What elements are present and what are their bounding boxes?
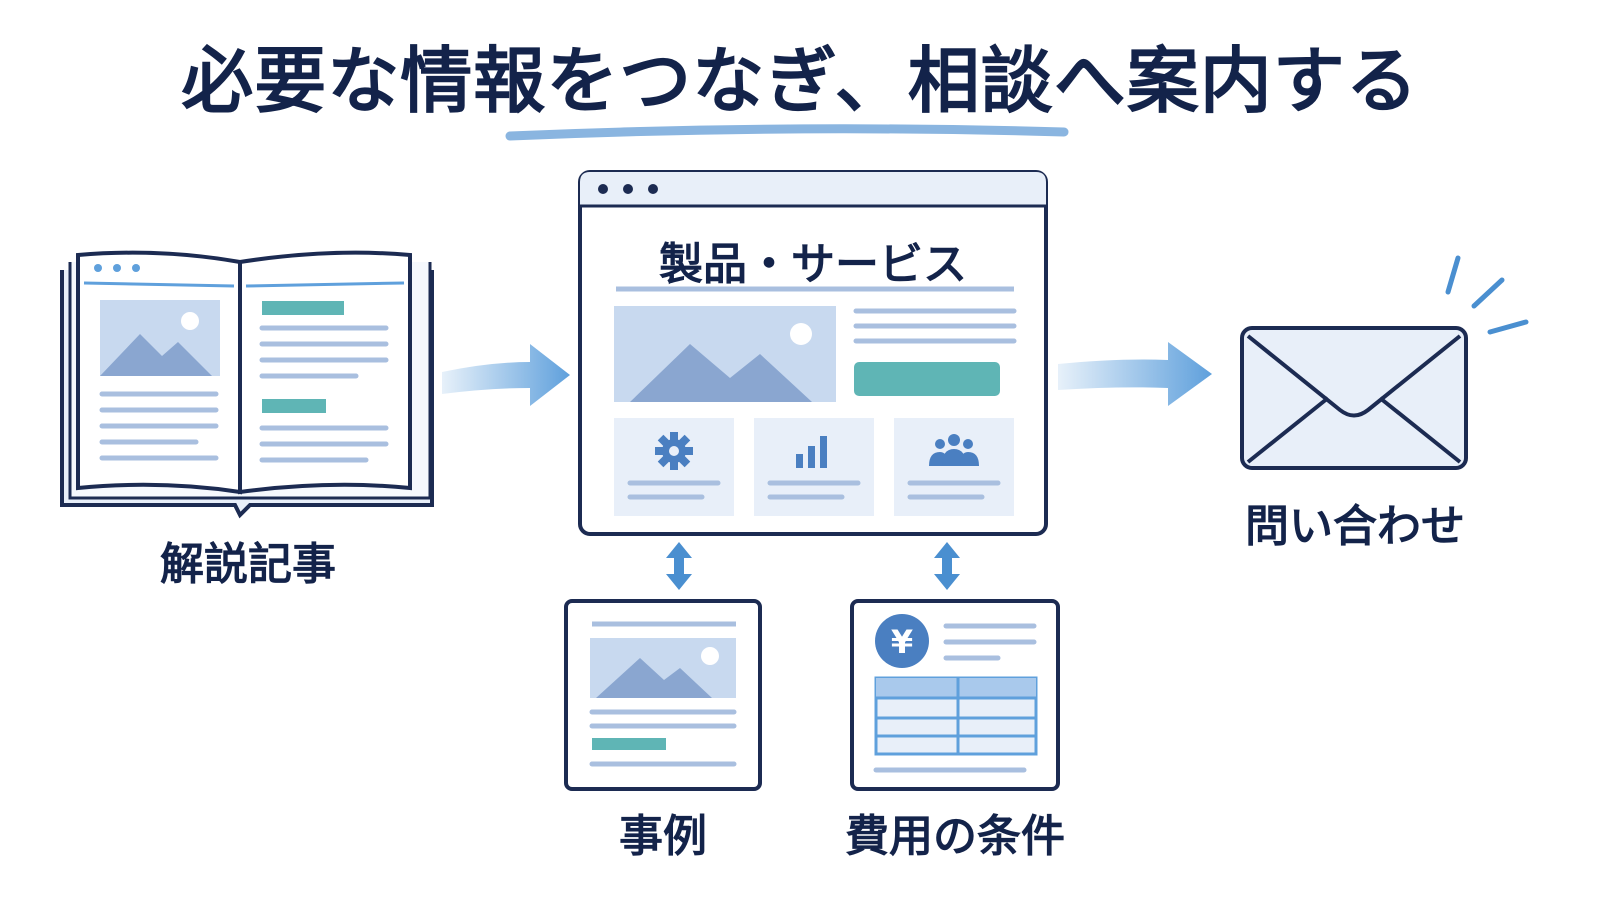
- image-icon: [614, 306, 836, 402]
- gear-icon: [655, 432, 693, 470]
- book-icon: [60, 250, 434, 519]
- browser-window-icon: [578, 170, 1048, 536]
- double-arrow-vertical-icon: [934, 542, 960, 590]
- image-icon: [590, 638, 736, 698]
- label-product: 製品・サービス: [659, 239, 967, 290]
- arrow-right-icon: [442, 344, 570, 406]
- bar-chart-icon: [796, 436, 827, 468]
- label-case: 事例: [619, 811, 707, 862]
- yen-symbol: ¥: [891, 623, 913, 661]
- pricing-document: ¥: [850, 599, 1060, 791]
- yen-icon: ¥: [875, 614, 929, 668]
- image-icon: [100, 300, 220, 376]
- label-article: 解説記事: [160, 539, 336, 590]
- label-pricing: 費用の条件: [845, 811, 1065, 862]
- arrow-right-icon: [1058, 342, 1212, 406]
- envelope-icon: [1240, 255, 1529, 470]
- label-contact: 問い合わせ: [1245, 501, 1465, 552]
- case-document: [564, 599, 762, 791]
- people-icon: [929, 434, 979, 466]
- page-title: 必要な情報をつなぎ、相談へ案内する: [181, 39, 1419, 123]
- table-icon: [874, 676, 1038, 756]
- double-arrow-vertical-icon: [666, 542, 692, 590]
